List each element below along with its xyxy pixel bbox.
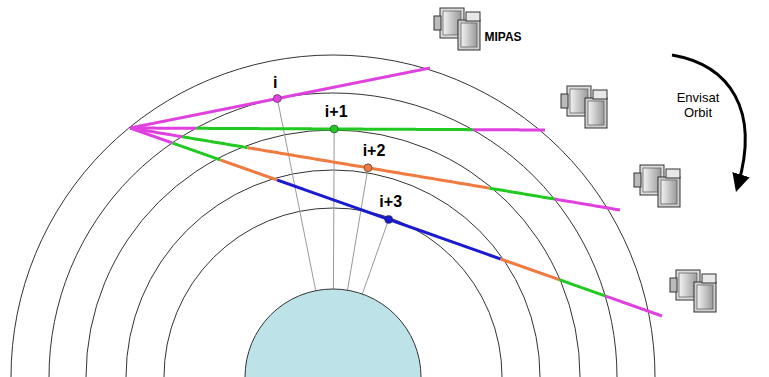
line-of-sight-segment: [182, 137, 247, 148]
tangent-label: i: [271, 73, 279, 91]
line-of-sight-segment: [173, 143, 221, 160]
line-of-sight-segment: [220, 160, 277, 180]
tangent-point: [364, 164, 372, 172]
line-of-sight-segment: [501, 259, 560, 280]
line-of-sight-segment: [489, 188, 554, 199]
tangent-label: i+3: [377, 193, 404, 211]
instrument-name: MIPAS: [484, 31, 521, 45]
line-of-sight-segment: [130, 128, 173, 143]
lines-of-sight: [130, 68, 662, 316]
line-of-sight-segment: [473, 128, 545, 131]
tangent-point: [273, 95, 281, 103]
tangent-point: [385, 215, 393, 223]
atmosphere-shells: [11, 55, 655, 377]
line-of-sight-segment: [555, 199, 620, 210]
line-of-sight-segment: [605, 296, 662, 316]
earth: [245, 289, 421, 377]
orbit-label: Envisat Orbit: [672, 91, 724, 121]
line-of-sight-segment: [130, 99, 274, 128]
line-of-sight-segment: [559, 280, 605, 296]
line-of-sight-segment: [277, 180, 500, 259]
satellite-icons: [434, 8, 716, 312]
line-of-sight-segment: [281, 68, 430, 98]
tangent-label: i+1: [323, 103, 350, 121]
tangent-points: [273, 95, 392, 224]
orbit-arrow: [672, 55, 745, 185]
tangent-label: i+2: [361, 142, 388, 160]
tangent-point: [330, 125, 338, 133]
